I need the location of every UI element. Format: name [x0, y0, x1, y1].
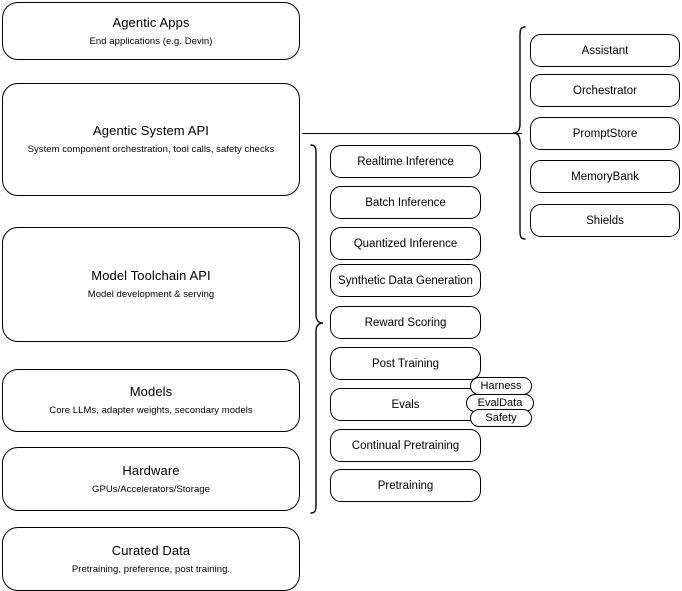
capability-realtime-inference[interactable]: Realtime Inference	[330, 145, 481, 178]
capability-post-training[interactable]: Post Training	[330, 347, 481, 380]
capability-synthetic-data-generation[interactable]: Synthetic Data Generation	[330, 264, 481, 297]
component-memorybank[interactable]: MemoryBank	[530, 160, 680, 193]
capability-label: Pretraining	[377, 479, 434, 492]
eval-chip-evaldata[interactable]: EvalData	[466, 394, 534, 412]
layer-subtitle: Model development & serving	[87, 289, 215, 300]
layer-title: Models	[129, 384, 173, 399]
capability-pretraining[interactable]: Pretraining	[330, 469, 481, 502]
capability-continual-pretraining[interactable]: Continual Pretraining	[330, 429, 481, 462]
capability-quantized-inference[interactable]: Quantized Inference	[330, 227, 481, 260]
component-label: Shields	[586, 214, 624, 227]
eval-chip-label: EvalData	[477, 397, 523, 409]
brace-toolchain-capabilities	[310, 144, 324, 514]
layer-title: Hardware	[122, 462, 180, 478]
layer-card-hardware[interactable]: Hardware GPUs/Accelerators/Storage	[2, 447, 300, 511]
component-label: MemoryBank	[571, 170, 639, 183]
capability-label: Evals	[391, 398, 420, 411]
component-label: Orchestrator	[573, 84, 637, 97]
layer-title: Agentic Apps	[112, 14, 190, 30]
layer-title: Agentic System API	[93, 123, 209, 138]
layer-subtitle: End applications (e.g. Devin)	[89, 35, 213, 47]
capability-label: Batch Inference	[365, 196, 446, 209]
capability-label: Continual Pretraining	[351, 439, 460, 452]
component-assistant[interactable]: Assistant	[530, 34, 680, 67]
layer-subtitle: Core LLMs, adapter weights, secondary mo…	[49, 405, 253, 416]
capability-label: Post Training	[371, 357, 440, 370]
capability-label: Realtime Inference	[357, 155, 454, 168]
layer-card-agentic-system-api[interactable]: Agentic System API System component orch…	[2, 83, 300, 196]
capability-label: Synthetic Data Generation	[338, 274, 473, 287]
layer-subtitle: GPUs/Accelerators/Storage	[92, 483, 210, 495]
eval-chip-safety[interactable]: Safety	[470, 409, 532, 427]
eval-chip-harness[interactable]: Harness	[470, 377, 532, 395]
component-label: PromptStore	[572, 127, 638, 140]
component-shields[interactable]: Shields	[530, 204, 680, 237]
layer-subtitle: System component orchestration, tool cal…	[27, 144, 275, 155]
layer-card-agentic-apps[interactable]: Agentic Apps End applications (e.g. Devi…	[2, 2, 300, 60]
eval-chip-label: Safety	[485, 412, 517, 424]
layer-card-model-toolchain-api[interactable]: Model Toolchain API Model development & …	[2, 227, 300, 342]
capability-reward-scoring[interactable]: Reward Scoring	[330, 306, 481, 339]
capability-evals[interactable]: Evals	[330, 388, 481, 421]
capability-label: Quantized Inference	[353, 237, 458, 250]
capability-batch-inference[interactable]: Batch Inference	[330, 186, 481, 219]
eval-chip-label: Harness	[480, 380, 522, 392]
component-promptstore[interactable]: PromptStore	[530, 117, 680, 150]
layer-subtitle: Pretraining, preference, post training.	[71, 563, 231, 575]
capability-label: Reward Scoring	[364, 316, 447, 329]
layer-card-curated-data[interactable]: Curated Data Pretraining, preference, po…	[2, 527, 300, 591]
layer-title: Curated Data	[111, 542, 191, 558]
component-label: Assistant	[581, 44, 629, 57]
layer-card-models[interactable]: Models Core LLMs, adapter weights, secon…	[2, 369, 300, 432]
connector-line-system-api-to-components	[302, 133, 522, 134]
layer-title: Model Toolchain API	[91, 268, 211, 283]
component-orchestrator[interactable]: Orchestrator	[530, 74, 680, 107]
